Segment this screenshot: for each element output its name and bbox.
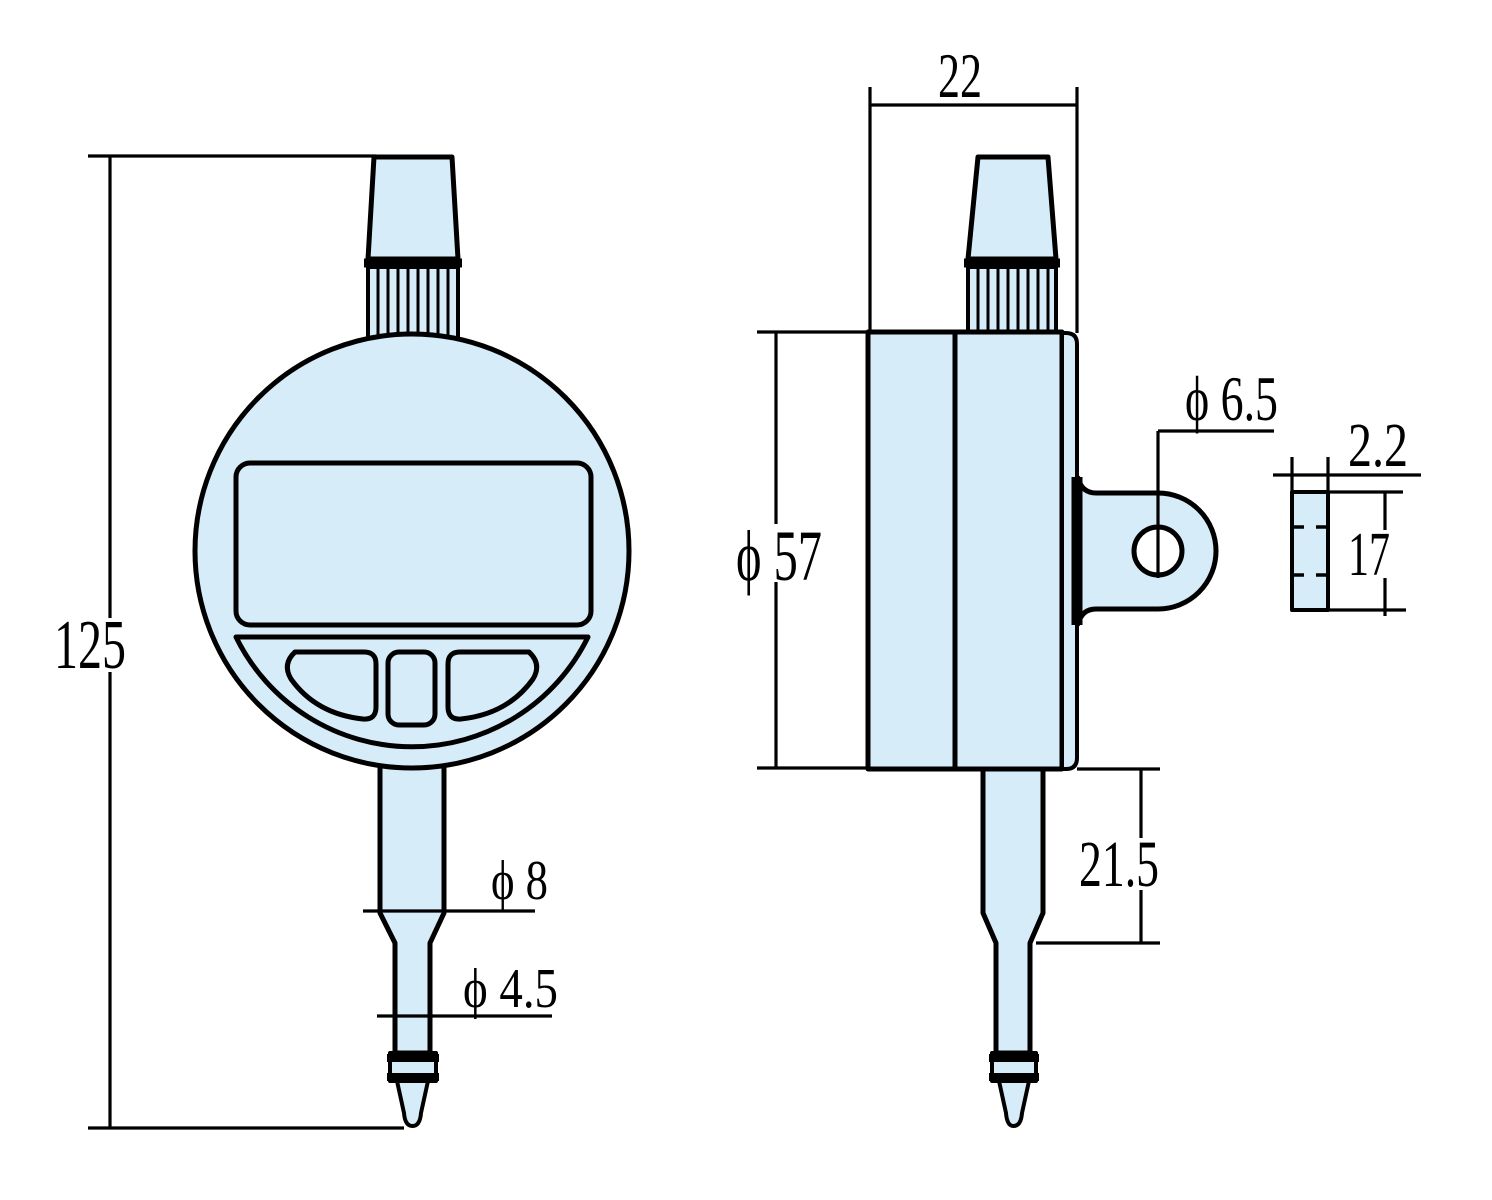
side-view: [865, 154, 1219, 1128]
dim-lug-thickness-lines: [1273, 457, 1421, 492]
front-knurl-lines: [376, 267, 450, 341]
front-cap: [365, 154, 461, 262]
side-knurl: [966, 265, 1058, 337]
dim-lug-hole-diameter-label: ϕ 6.5: [1185, 363, 1278, 434]
lug-section-rect: [1290, 490, 1330, 612]
front-contact-point: [395, 1079, 430, 1128]
button-panel: [233, 634, 591, 750]
lug-section-hidden-lines: [1292, 525, 1328, 577]
dim-stem-length-label: 21.5: [1079, 828, 1159, 901]
dim-lug-thickness-label: 2.2: [1348, 412, 1408, 480]
dim-spindle-diameter-label: ϕ 4.5: [463, 958, 558, 1020]
dim-stem-diameter-label: ϕ 8: [491, 850, 548, 912]
side-stem: [980, 755, 1046, 1056]
side-body: [865, 329, 1065, 772]
side-knurl-lines: [976, 267, 1050, 333]
dim-head-width-label: 22: [938, 40, 982, 111]
text-break: [1344, 530, 1394, 578]
lug-section-detail: [1290, 490, 1330, 612]
back-plate: [1060, 331, 1079, 771]
button-left: [284, 649, 379, 722]
dimensions: 125 22 ϕ 57 ϕ 8 ϕ 4.5 ϕ 6.5 2.2 17 21.5: [52, 40, 1421, 1130]
dim-head-width-lines: [868, 87, 1079, 333]
front-body: [192, 331, 632, 771]
dim-head-diameter-label: ϕ 57: [736, 516, 822, 596]
side-contact-point: [997, 1079, 1031, 1128]
button-right: [445, 649, 540, 722]
text-break: [52, 618, 128, 672]
dim-overall-height-label: 125: [54, 607, 126, 684]
text-break: [732, 524, 826, 582]
side-cap: [965, 154, 1059, 262]
lcd-display: [233, 460, 594, 628]
front-view: [192, 154, 632, 1128]
dim-lug-hole-leader: [1156, 429, 1274, 578]
text-break: [1074, 838, 1162, 890]
front-stem: [377, 755, 447, 1056]
dim-lug-height-label: 17: [1348, 521, 1390, 589]
button-center: [385, 649, 438, 728]
